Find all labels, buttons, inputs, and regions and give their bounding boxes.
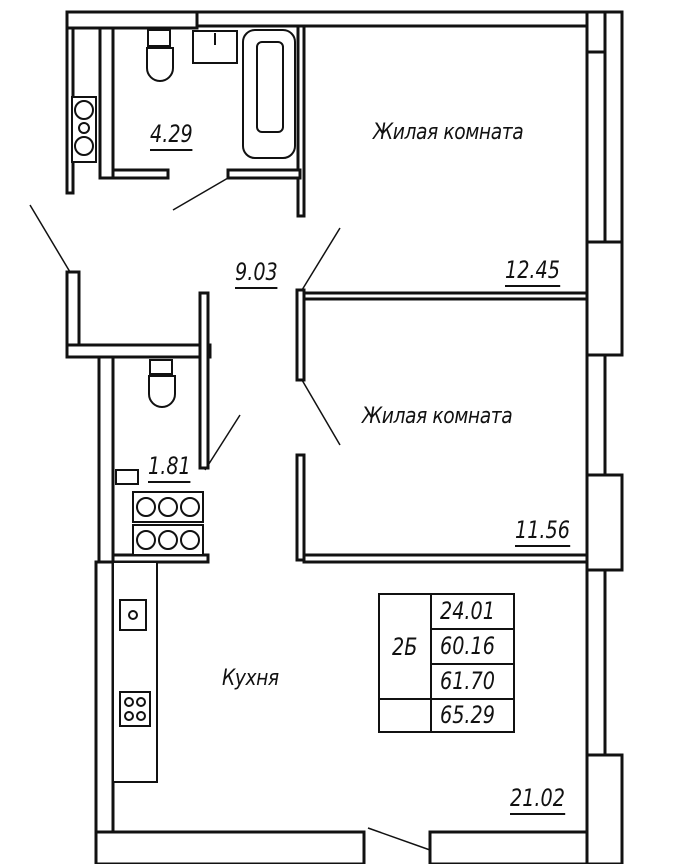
left-bath-inner — [98, 26, 115, 180]
entry-door-swing — [29, 204, 71, 273]
summary-value-4: 65.29 — [440, 701, 495, 729]
summary-table: 2Б 24.01 60.16 61.70 65.29 — [378, 593, 515, 733]
doors — [29, 177, 431, 851]
walls — [65, 10, 624, 864]
bathroom-area: 4.29 — [150, 120, 193, 151]
wc-right-wall — [198, 291, 210, 470]
bottom-wall-left — [94, 830, 366, 864]
room-1-area: 12.45 — [505, 256, 560, 287]
room2-bottom — [302, 553, 591, 564]
toilet-tank-icon — [147, 29, 171, 47]
wc-door-swing — [204, 414, 241, 471]
partition-upper — [295, 288, 306, 382]
partition-lower — [295, 453, 306, 562]
summary-value-2: 60.16 — [440, 632, 495, 660]
kitchen-area: 21.02 — [510, 784, 565, 815]
wc-left-wall — [97, 355, 115, 564]
room-2-area: 11.56 — [515, 516, 570, 547]
top-wall-left — [65, 10, 199, 30]
top-right-corner — [585, 10, 607, 54]
kitchen-name: Кухня — [222, 666, 279, 691]
room-2-name: Жилая комната — [362, 404, 513, 429]
toilet-icon — [146, 47, 174, 82]
wc-area: 1.81 — [148, 452, 191, 483]
window-top — [603, 10, 624, 244]
room1-door-swing — [301, 227, 341, 291]
bath-bottom-wall-left — [111, 168, 170, 180]
right-wall-1 — [585, 50, 607, 244]
wc-bottom — [111, 553, 210, 564]
kitchen-left-wall — [94, 560, 115, 836]
wc-toilet-tank-icon — [149, 359, 173, 375]
bath-bottom-wall-right — [226, 168, 302, 180]
right-wall-3 — [585, 568, 607, 757]
stove-icon — [119, 691, 151, 727]
bath-right-wall — [296, 24, 306, 218]
rooms-divider — [302, 291, 591, 301]
room2-door-swing — [301, 379, 341, 446]
right-wall-2 — [585, 353, 607, 477]
summary-value-3: 61.70 — [440, 667, 495, 695]
window-2 — [585, 473, 624, 572]
wc-toilet-icon — [148, 375, 176, 408]
kitchen-counter — [112, 561, 158, 783]
bath-door-swing — [172, 177, 229, 211]
summary-value-1: 24.01 — [440, 597, 495, 625]
top-wall — [195, 10, 591, 28]
hall-wall — [65, 343, 212, 359]
room-1-name: Жилая комната — [373, 120, 524, 145]
window-3 — [585, 753, 624, 864]
entry-wall — [65, 270, 81, 349]
hall-area: 9.03 — [235, 258, 278, 289]
apartment-type: 2Б — [392, 633, 418, 661]
bottom-wall-right — [428, 830, 607, 864]
fixtures — [71, 29, 296, 783]
wc-sink-icon — [115, 469, 139, 485]
balcony-door-swing — [367, 827, 431, 851]
window-1 — [585, 240, 624, 357]
